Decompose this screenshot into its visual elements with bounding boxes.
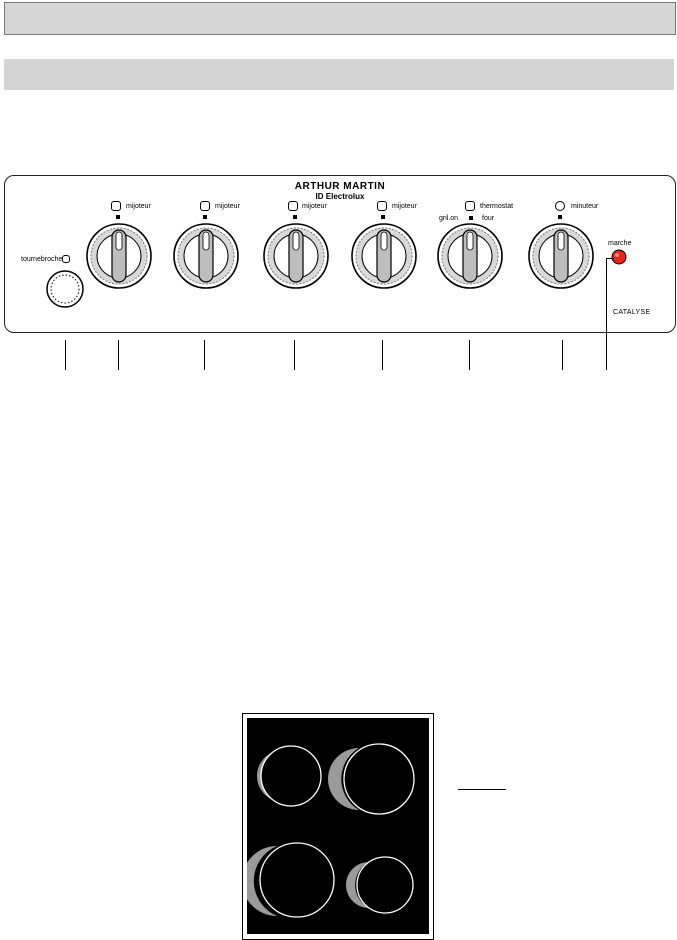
cooking-zone-rear-right xyxy=(328,743,415,815)
knob-5-right-label: four xyxy=(482,215,495,222)
knob-1[interactable] xyxy=(85,222,153,290)
callout-line xyxy=(382,340,383,370)
cooking-zone-front-left xyxy=(242,842,335,918)
header-bar xyxy=(4,2,676,35)
indicator-light xyxy=(611,249,627,265)
underline-mark xyxy=(458,789,506,790)
brand-name: ARTHUR MARTIN xyxy=(294,181,386,192)
section-title-bar xyxy=(4,59,674,90)
callout-line xyxy=(469,340,470,370)
knob-5-marker xyxy=(469,216,473,220)
callout-line xyxy=(294,340,295,370)
callout-line xyxy=(65,340,66,370)
marche-label: marche xyxy=(608,240,632,247)
oven-fan-icon xyxy=(465,201,475,211)
catalyse-label: CATALYSE xyxy=(613,309,651,316)
knob-2-label: mijoteur xyxy=(215,203,240,210)
knob-4[interactable] xyxy=(350,222,418,290)
tournebroche-button[interactable] xyxy=(45,269,85,309)
knob-6-marker xyxy=(558,215,562,219)
knob-3-marker xyxy=(293,215,297,219)
tournebroche-label: tournebroche xyxy=(21,256,63,263)
knob-3-label: mijoteur xyxy=(302,203,327,210)
knob-1-marker xyxy=(116,215,120,219)
brand-logo: ARTHUR MARTIN ID Electrolux xyxy=(5,181,675,201)
zone-rear-right-icon xyxy=(288,201,298,211)
zone-front-left-icon xyxy=(111,201,121,211)
cooking-zone-rear-left xyxy=(257,745,322,807)
knob-2-marker xyxy=(203,215,207,219)
zone-front-right-icon xyxy=(377,201,387,211)
cooking-zone-front-right xyxy=(346,856,414,914)
knob-6-label: minuteur xyxy=(571,203,599,210)
knob-1-label: mijoteur xyxy=(126,203,151,210)
knob-4-label: mijoteur xyxy=(392,203,417,210)
callout-line xyxy=(606,258,607,370)
callout-line xyxy=(204,340,205,370)
rotisserie-icon xyxy=(62,255,70,263)
callout-leader xyxy=(606,258,614,259)
knob-2[interactable] xyxy=(172,222,240,290)
knob-3[interactable] xyxy=(262,222,330,290)
minuteur-knob[interactable] xyxy=(527,222,595,290)
ceramic-hob xyxy=(242,713,434,940)
knob-5-left-label: gril.on xyxy=(439,215,459,222)
clock-icon xyxy=(555,201,565,211)
callout-line xyxy=(118,340,119,370)
control-panel: ARTHUR MARTIN ID Electrolux tournebroche… xyxy=(4,175,676,333)
knob-5-label: thermostat xyxy=(480,203,514,210)
knob-4-marker xyxy=(381,215,385,219)
thermostat-knob[interactable] xyxy=(436,222,504,290)
callout-line xyxy=(562,340,563,370)
zone-rear-left-icon xyxy=(200,201,210,211)
brand-sub: ID Electrolux xyxy=(315,192,365,201)
hob-surface xyxy=(242,718,429,934)
